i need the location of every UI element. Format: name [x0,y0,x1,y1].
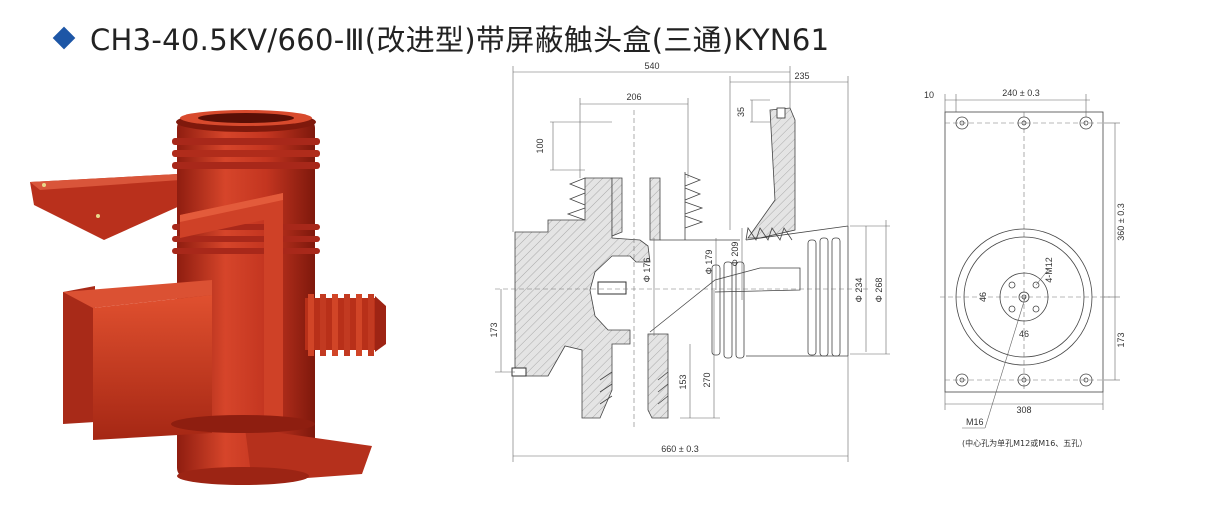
mount-holes [955,116,1093,387]
right-finned-branch [305,294,386,356]
dim-d176: Φ 176 [642,258,652,283]
dim-d268: Φ 268 [874,278,884,303]
center-hole-note: (中心孔为单孔M12或M16、五孔） [962,438,1087,448]
dim-pitch-h: 46 [1019,329,1029,339]
dim-left-173: 173 [489,322,499,337]
dim-pitch-v: 46 [978,292,988,302]
dim-d209: Φ 209 [730,242,740,267]
dim-d179: Φ 179 [704,250,714,275]
dim-offset: 10 [924,90,934,100]
dim-right-lower: 173 [1116,332,1126,347]
dim-overall-bottom: 660 ± 0.3 [661,444,698,454]
dim-h153: 153 [678,374,688,389]
dim-neck-width: 206 [626,92,641,102]
dim-lug-height: 35 [736,107,746,117]
dim-d234: Φ 234 [854,278,864,303]
dim-h270: 270 [702,372,712,387]
title-row: CH3-40.5KV/660-Ⅲ(改进型)带屏蔽触头盒(三通)KYN61 [52,18,830,58]
front-view-drawing: 10 240 ± 0.3 360 ± 0.3 173 308 4-M12 46 … [924,88,1126,448]
page-title: CH3-40.5KV/660-Ⅲ(改进型)带屏蔽触头盒(三通)KYN61 [90,23,830,57]
dim-right-top: 235 [794,71,809,81]
side-fins [711,225,849,359]
side-section-drawing: 540 235 206 100 35 Φ 176 Φ 179 Φ 209 Φ 2… [489,61,890,462]
dim-center-thread: M16 [966,417,984,427]
dim-right-upper: 360 ± 0.3 [1116,203,1126,240]
dim-holes: 4-M12 [1044,257,1054,283]
top-ribs [172,110,320,169]
dim-bottom-width: 308 [1016,405,1031,415]
dim-top-width: 240 ± 0.3 [1002,88,1039,98]
top-flange-plate [30,174,182,240]
dim-overall-top: 540 [644,61,659,71]
product-photo [30,110,386,485]
left-block [93,295,212,440]
dim-neck-height: 100 [535,138,545,153]
